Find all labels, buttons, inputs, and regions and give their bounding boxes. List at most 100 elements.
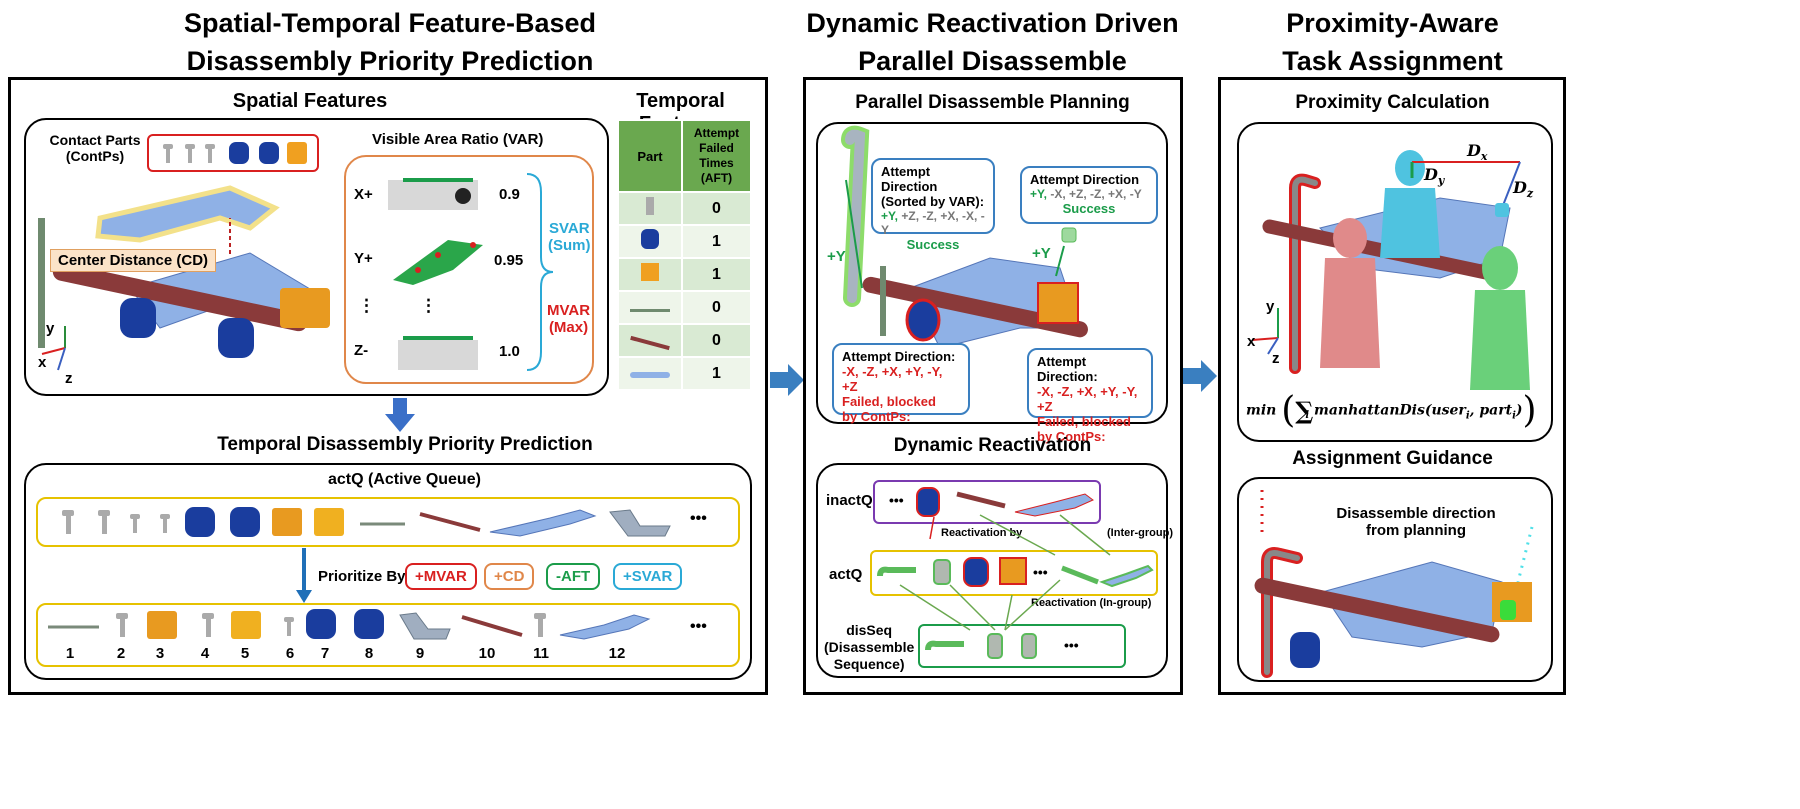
- assignment-guidance-title: Assignment Guidance: [1292, 448, 1493, 469]
- success-direction: +Y,: [1030, 187, 1048, 201]
- proximity-formula: min (∑i manhattanDis(useri, parti)): [1246, 390, 1537, 431]
- priority-box: [24, 463, 752, 680]
- formula-subscript: i: [1305, 410, 1310, 422]
- axis-z-arrow: [1267, 337, 1279, 355]
- user-body-shape: [1380, 188, 1440, 258]
- actq-title: actQ (Active Queue): [328, 471, 481, 488]
- caption-line: from planning: [1366, 522, 1466, 539]
- aft-value: 0: [681, 290, 752, 325]
- section-title-line: Dynamic Reactivation Driven: [806, 8, 1179, 38]
- formula-body: manhattanDis(user: [1314, 402, 1466, 419]
- contact-parts-box: [147, 134, 319, 172]
- box-line: (Sorted by VAR):: [881, 194, 985, 209]
- prioritized-queue-box: [36, 603, 740, 667]
- box-line: Attempt Direction:: [842, 349, 956, 364]
- formula-min: min: [1246, 402, 1277, 419]
- axis-z-arrow: [57, 347, 66, 371]
- user-body-shape: [1320, 258, 1380, 368]
- green-part-shape: [1500, 600, 1516, 620]
- order-number: 12: [608, 645, 626, 662]
- criterion-cd: +CD: [484, 563, 535, 590]
- section-title-line: Proximity-Aware: [1286, 8, 1499, 38]
- other-directions: +Z, -Z, +X, -X, -Y: [881, 209, 985, 237]
- cyan-direction-dots: [1516, 526, 1534, 583]
- axis-x-label: x: [38, 354, 47, 371]
- section-title-line: Spatial-Temporal Feature-Based: [183, 8, 597, 38]
- nut-shape: [218, 318, 254, 358]
- mvar-label: MVAR (Max): [547, 302, 590, 336]
- var-box: [344, 155, 594, 384]
- failed-directions: -X, -Z, +X, +Y, -Y, +Z: [842, 364, 943, 394]
- formula-part: , part: [1469, 402, 1513, 419]
- header-line: (AFT): [700, 171, 733, 185]
- dy-subscript: y: [1437, 174, 1445, 188]
- rod-shape: [862, 276, 1088, 338]
- label-line: disSeq: [846, 622, 893, 638]
- axis-x-arrow: [41, 347, 66, 355]
- inactq-ellipsis: •••: [889, 492, 904, 508]
- screw-icon: [205, 144, 215, 163]
- dx-subscript: x: [1480, 150, 1488, 164]
- aft-value: 1: [681, 356, 752, 391]
- dx-label: Dx: [1467, 141, 1487, 163]
- dz-label: Dz: [1513, 178, 1533, 200]
- order-number: 2: [116, 645, 126, 662]
- order-number: 9: [415, 645, 425, 662]
- planning-illustration: [841, 125, 1088, 349]
- aft-value: 1: [681, 257, 752, 292]
- queue-ellipsis: •••: [690, 510, 707, 527]
- block-highlight-shape: [1037, 282, 1079, 324]
- axis-x-label: x: [1247, 333, 1256, 350]
- header-line: Attempt: [693, 126, 740, 140]
- up-arrow-line: [845, 179, 863, 289]
- screw-icon: [185, 144, 195, 163]
- header-line: Failed: [699, 141, 734, 155]
- table-row: 0: [617, 290, 752, 325]
- nut-shape: [120, 298, 156, 338]
- dz-subscript: z: [1526, 187, 1534, 201]
- result-text: Success: [1062, 201, 1116, 216]
- failure-text: by ContPs:: [1037, 429, 1106, 444]
- table-row: 0: [617, 191, 752, 226]
- allen-key-shape: [38, 218, 45, 348]
- in-group-label: Reactivation (In-group): [1031, 597, 1152, 609]
- proximity-box: [1237, 122, 1553, 442]
- svar-label: SVAR (Sum): [548, 220, 591, 254]
- caption-line: Disassemble direction: [1336, 505, 1496, 522]
- label-line: SVAR: [548, 220, 590, 237]
- table-row: 0: [617, 323, 752, 358]
- dx-letter: D: [1467, 141, 1481, 160]
- table-row: 1: [617, 356, 752, 391]
- box-line: +Y, -X, +Z, -Z, +X, -Y: [1030, 187, 1148, 201]
- section-title-assignment: Proximity-Aware Task Assignment: [1215, 4, 1570, 80]
- disseq-ellipsis: •••: [1064, 637, 1079, 653]
- order-number: 7: [320, 645, 330, 662]
- failure-text: Failed, blocked: [1037, 414, 1131, 429]
- inactq-parts: [916, 487, 1094, 517]
- var-dots: ⋮: [420, 296, 437, 315]
- inter-group-label: (Inter-group): [1107, 527, 1173, 539]
- order-number: 10: [478, 645, 496, 662]
- table-row: 1: [617, 257, 752, 292]
- guidance-box: [1237, 477, 1553, 682]
- label-line: (Disassemble: [824, 639, 915, 655]
- parallel-planning-title: Parallel Disassemble Planning: [855, 92, 1130, 113]
- col-header-part: Part: [617, 119, 683, 193]
- guidance-caption: Disassemble direction from planning: [1316, 505, 1516, 539]
- blue-nut-icon: [617, 224, 683, 259]
- label-line: Contact Parts: [49, 132, 141, 148]
- order-number: 1: [65, 645, 75, 662]
- var-dir-label: ⋮: [358, 296, 375, 315]
- active-queue-box: [36, 497, 740, 547]
- failed-directions: -X, -Z, +X, +Y, -Y, +Z: [1037, 384, 1138, 414]
- label-line: Sequence): [833, 656, 905, 672]
- view-z-minus-shape: [398, 340, 478, 370]
- var-value: 1.0: [499, 343, 520, 360]
- disseq-parts: [925, 633, 1037, 659]
- aft-value: 0: [681, 323, 752, 358]
- attempt-direction-box-4: Attempt Direction: -X, -Z, +X, +Y, -Y, +…: [1027, 348, 1153, 444]
- order-number: 5: [240, 645, 250, 662]
- blue-nut-icon: [229, 142, 249, 164]
- actq-label: actQ: [829, 566, 863, 583]
- flow-arrow-icon: [1183, 360, 1217, 392]
